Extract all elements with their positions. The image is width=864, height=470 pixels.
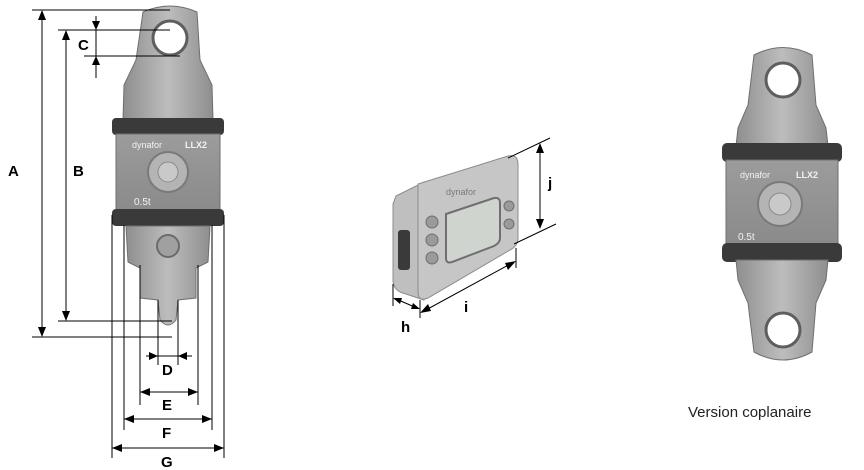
coplanar-model-label: LLX2 xyxy=(796,170,818,180)
dimension-lines-left xyxy=(32,9,225,458)
brand-label: dynafor xyxy=(132,140,162,150)
load-cell-left: dynafor LLX2 0.5t xyxy=(112,5,224,326)
dim-label-i: i xyxy=(464,299,468,316)
dim-label-d: D xyxy=(162,362,173,379)
dim-label-e: E xyxy=(162,397,172,414)
dim-label-g: G xyxy=(161,454,173,470)
dim-label-j: j xyxy=(547,175,552,192)
dim-label-f: F xyxy=(162,425,171,442)
load-cell-coplanar: dynafor LLX2 0.5t xyxy=(722,47,842,361)
dimension-lines-middle xyxy=(392,137,557,318)
dim-label-c: C xyxy=(78,37,89,54)
caption-version-coplanaire: Version coplanaire xyxy=(688,404,811,421)
coplanar-brand-label: dynafor xyxy=(740,170,770,180)
capacity-label: 0.5t xyxy=(134,197,151,208)
dim-label-h: h xyxy=(401,319,410,336)
model-label: LLX2 xyxy=(185,140,207,150)
display-brand-label: dynafor xyxy=(446,187,476,197)
coplanar-capacity-label: 0.5t xyxy=(738,232,755,243)
dim-label-b: B xyxy=(73,163,84,180)
dim-label-a: A xyxy=(8,163,19,180)
display-unit: dynafor xyxy=(392,155,519,301)
